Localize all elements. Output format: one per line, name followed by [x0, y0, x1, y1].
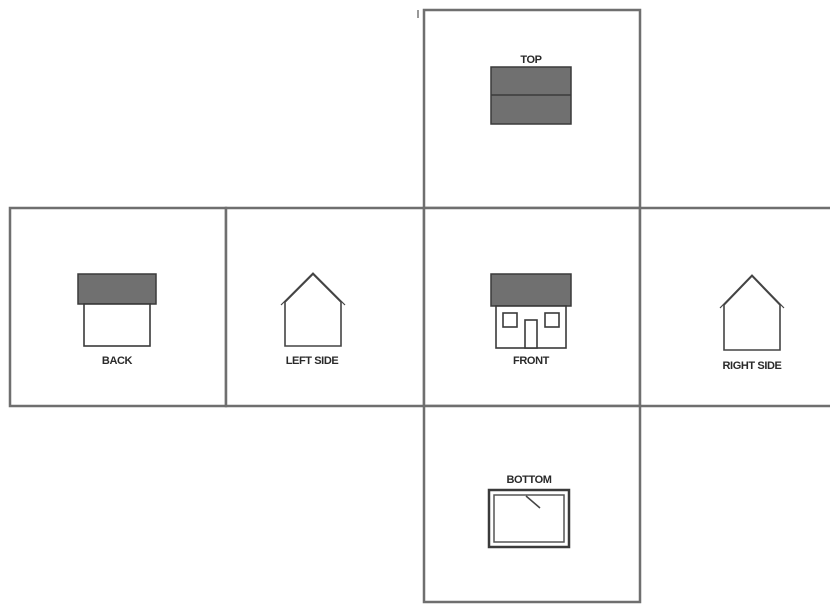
label-bottom: BOTTOM — [506, 474, 551, 486]
label-back: BACK — [102, 355, 133, 367]
label-front: FRONT — [513, 355, 550, 367]
house-front-view-icon — [491, 274, 571, 348]
label-right-side: RIGHT SIDE — [723, 360, 782, 372]
label-left-side: LEFT SIDE — [286, 355, 339, 367]
house-floor-bottom-view-icon — [489, 490, 569, 547]
house-roof-top-view-icon — [491, 67, 571, 124]
label-top: TOP — [520, 54, 541, 66]
house-back-view-icon — [78, 274, 156, 346]
